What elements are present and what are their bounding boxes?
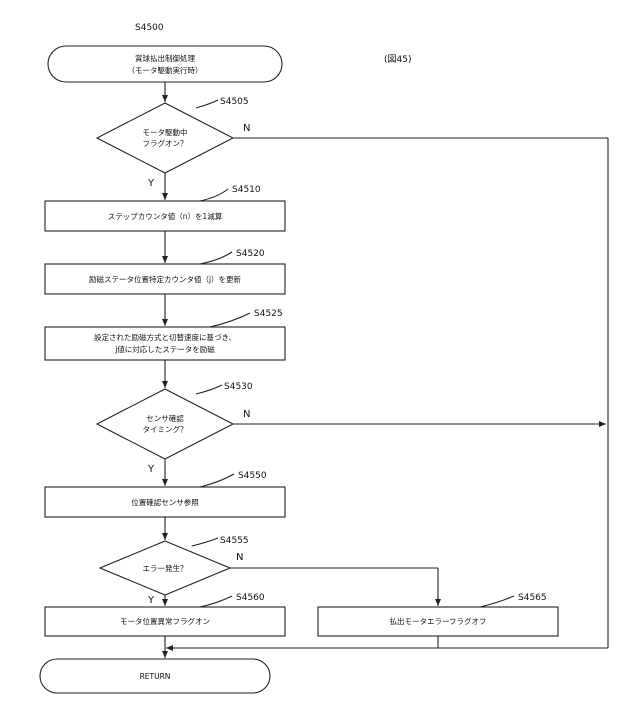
process-s4525	[45, 327, 285, 360]
s4510-text: ステップカウンタ値（n）を1減算	[108, 211, 223, 221]
s4530-leader	[196, 385, 222, 394]
decision-s4530	[97, 389, 233, 459]
s4555-leader	[192, 538, 218, 546]
s4530-no-label: N	[243, 409, 250, 420]
s4565-text: 払出モータエラーフラグオフ	[389, 616, 486, 626]
s4510-leader	[200, 189, 228, 201]
s4520-step-id: S4520	[236, 249, 265, 259]
s4560-step-id: S4560	[236, 593, 265, 603]
s4565-leader	[480, 596, 514, 607]
s4530-text-line-1: センサ確認	[146, 413, 184, 423]
s4525-step-id: S4525	[254, 309, 283, 319]
s4505-no-label: N	[243, 123, 250, 134]
s4560-leader	[200, 596, 232, 607]
start-step-id: S4500	[135, 23, 164, 33]
s4550-step-id: S4550	[238, 471, 267, 481]
return-text: RETURN	[140, 672, 171, 681]
s4505-step-id: S4505	[220, 97, 249, 107]
s4520-text: 励磁ステータ位置特定カウンタ値（j）を更新	[89, 274, 242, 284]
figure-label: (図45)	[384, 54, 411, 65]
decision-s4505	[97, 103, 233, 173]
s4525-text-line-1: 設定された励磁方式と切替速度に基づき、	[94, 332, 236, 342]
s4555-no-label: N	[236, 552, 243, 563]
s4565-step-id: S4565	[518, 593, 547, 603]
s4555-text: エラー発生？	[143, 563, 188, 573]
s4525-leader	[210, 313, 250, 327]
s4560-text: モータ位置異常フラグオン	[120, 616, 210, 626]
s4550-text: 位置確認センサ参照	[131, 497, 199, 507]
s4555-yes-label: Y	[147, 595, 155, 606]
s4550-leader	[200, 474, 234, 487]
start-text-line-2: （モータ駆動実行時）	[128, 65, 203, 75]
s4505-text-line-1: モータ駆動中	[143, 127, 188, 137]
s4525-text-line-2: j値に対応したステータを励磁	[114, 344, 215, 354]
s4510-step-id: S4510	[232, 185, 261, 195]
s4530-step-id: S4530	[224, 382, 253, 392]
s4505-text-line-2: フラグオン？	[143, 138, 188, 148]
s4505-leader	[196, 100, 218, 108]
s4520-leader	[200, 252, 232, 264]
start-text-line-1: 賞球払出制御処理	[135, 53, 195, 63]
s4555-step-id: S4555	[220, 536, 249, 546]
s4505-yes-label: Y	[147, 178, 155, 189]
s4530-text-line-2: タイミング？	[143, 424, 188, 434]
start-terminal	[48, 46, 282, 82]
s4530-yes-label: Y	[147, 464, 155, 475]
